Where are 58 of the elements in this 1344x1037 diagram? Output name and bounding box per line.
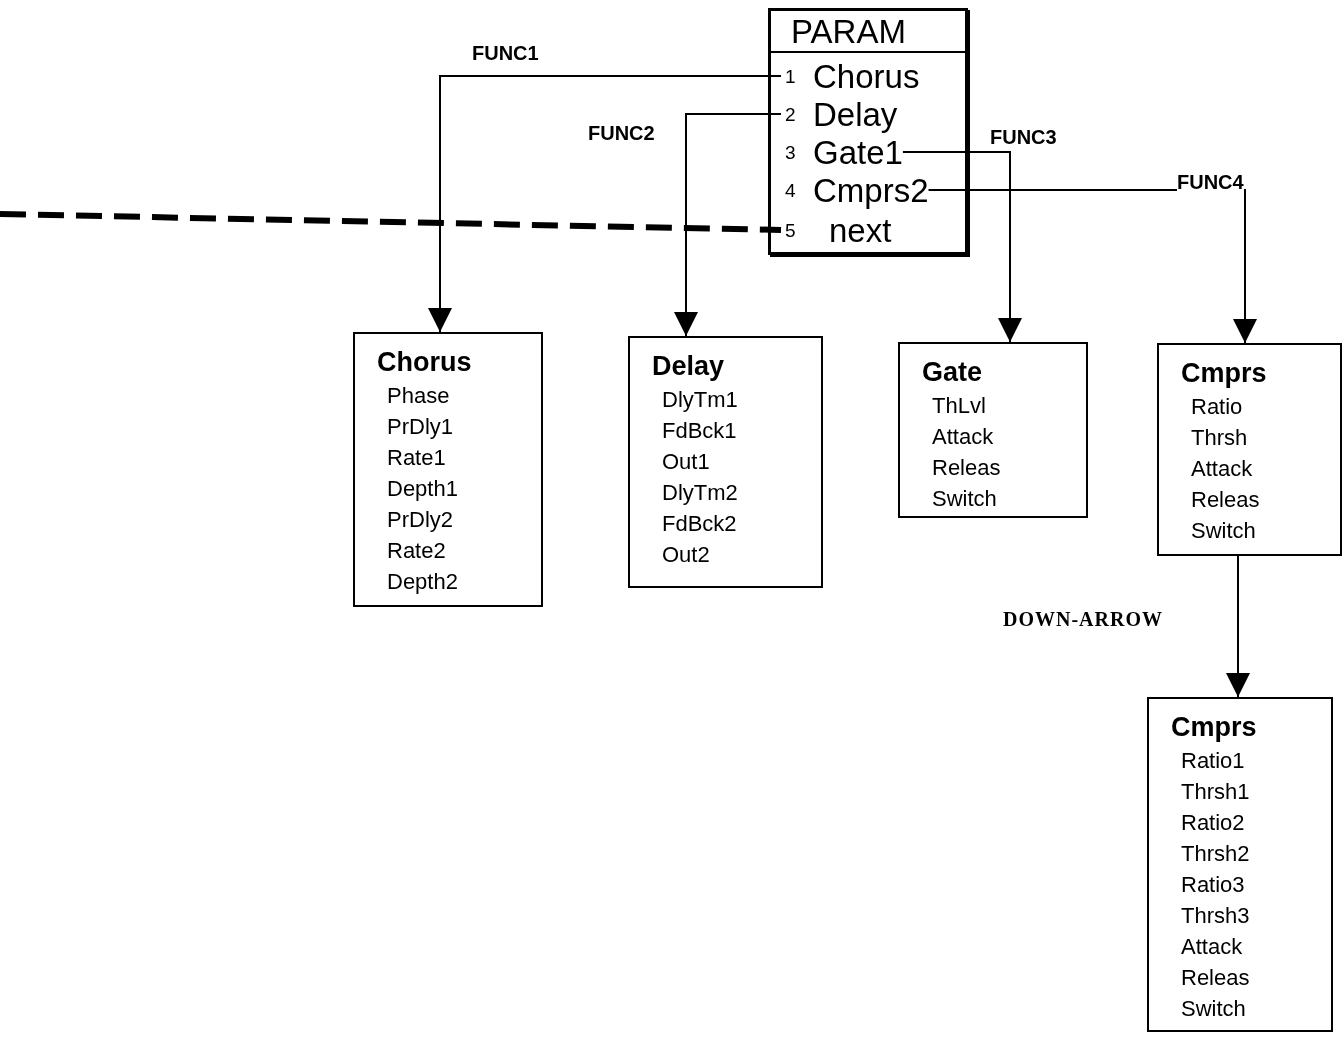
parameter-name: Phase — [387, 382, 451, 410]
parameter-name: Ratio1 — [1181, 747, 1246, 775]
box-title: Cmprs — [1171, 711, 1258, 744]
parameter-box — [898, 342, 1088, 518]
parameter-name: DlyTm1 — [662, 386, 739, 414]
box-title: Chorus — [377, 346, 473, 379]
parameter-name: Thrsh3 — [1181, 902, 1251, 930]
item-number: 4 — [785, 180, 797, 201]
item-number: 1 — [785, 66, 797, 87]
parameter-name: Ratio2 — [1181, 809, 1246, 837]
arrow — [674, 113, 782, 337]
menu-item: Gate1 — [813, 133, 903, 172]
menu-title: PARAM — [791, 13, 906, 51]
parameter-box — [1157, 343, 1342, 556]
menu-item: next — [829, 211, 892, 250]
menu-item: Delay — [813, 95, 898, 134]
parameter-name: Attack — [1191, 455, 1254, 483]
parameter-name: Switch — [1181, 995, 1247, 1023]
parameter-name: FdBck2 — [662, 510, 738, 538]
parameter-name: Depth2 — [387, 568, 459, 596]
parameter-name: Depth1 — [387, 475, 459, 503]
parameter-name: Ratio3 — [1181, 871, 1246, 899]
parameter-name: Thrsh2 — [1181, 840, 1251, 868]
parameter-box — [628, 336, 823, 588]
parameter-box — [353, 332, 543, 607]
arrow — [428, 75, 782, 333]
parameter-name: Releas — [932, 454, 1002, 482]
parameter-name: Thrsh — [1191, 424, 1249, 452]
parameter-name: Attack — [932, 423, 995, 451]
box-title: Gate — [922, 356, 984, 389]
parameter-name: Rate1 — [387, 444, 447, 472]
box-title: Delay — [652, 350, 726, 383]
menu-item: Chorus — [813, 57, 920, 96]
parameter-name: Releas — [1191, 486, 1261, 514]
parameter-name: PrDly2 — [387, 506, 454, 534]
arrow — [1226, 555, 1250, 698]
parameter-name: DlyTm2 — [662, 479, 739, 507]
parameter-name: Ratio — [1191, 393, 1244, 421]
parameter-name: Releas — [1181, 964, 1251, 992]
parameter-name: PrDly1 — [387, 413, 454, 441]
dashed-line — [0, 211, 782, 233]
parameter-box — [1147, 697, 1333, 1032]
parameter-name: Switch — [932, 485, 998, 513]
box-title: Cmprs — [1181, 357, 1268, 390]
item-number: 3 — [785, 142, 797, 163]
menu-item: Cmprs2 — [813, 171, 929, 210]
item-number: 5 — [785, 220, 797, 241]
parameter-name: Out2 — [662, 541, 711, 569]
parameter-name: ThLvl — [932, 392, 987, 420]
parameter-name: Rate2 — [387, 537, 447, 565]
item-number: 2 — [785, 104, 797, 125]
parameter-name: Switch — [1191, 517, 1257, 545]
parameter-name: Thrsh1 — [1181, 778, 1251, 806]
parameter-name: Attack — [1181, 933, 1244, 961]
menu-box — [768, 8, 968, 255]
parameter-name: FdBck1 — [662, 417, 738, 445]
arrow — [901, 151, 1022, 343]
parameter-name: Out1 — [662, 448, 711, 476]
